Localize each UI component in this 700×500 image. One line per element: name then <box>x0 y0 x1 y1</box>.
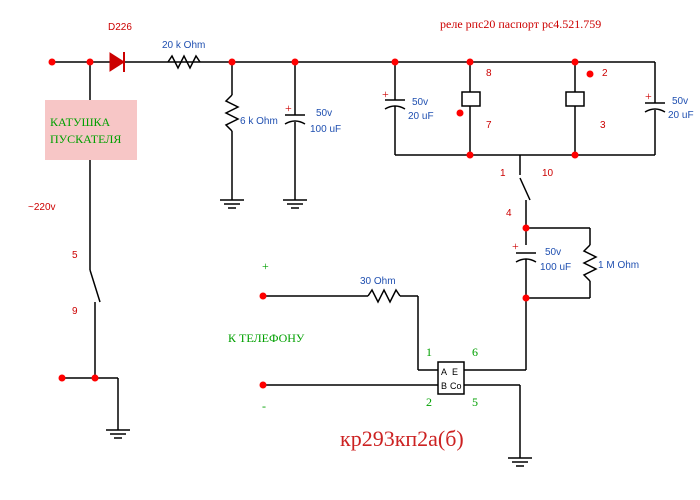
capacitor-20uf-right <box>644 102 666 113</box>
junction-dots <box>48 58 594 389</box>
chip-pin-6: 6 <box>472 345 478 359</box>
relay-switch <box>519 177 531 201</box>
svg-text:+: + <box>285 101 292 115</box>
relay-coil-left <box>461 91 481 107</box>
svg-text:+: + <box>382 87 389 101</box>
pin-7: 7 <box>486 120 492 131</box>
pin-5: 5 <box>72 250 78 261</box>
ground-6k <box>220 199 244 209</box>
r2-label: 6 k Ohm <box>240 116 278 127</box>
c4-cap: 100 uF <box>540 262 571 273</box>
ground-100uf <box>283 199 307 209</box>
diode-d226 <box>109 52 125 72</box>
relay-coil-right <box>565 91 585 107</box>
resistor-1m <box>582 244 598 282</box>
c2-volt: 50v <box>412 97 428 108</box>
minus-label: - <box>262 399 266 413</box>
relay-title: реле рпс20 паспорт рс4.521.759 <box>440 17 601 31</box>
chip-e: E <box>452 367 458 377</box>
coil-box <box>45 100 137 160</box>
chip-co: Co <box>450 381 462 391</box>
chip-pin-1: 1 <box>426 345 432 359</box>
r4-label: 30 Ohm <box>360 276 396 287</box>
c1-volt: 50v <box>316 108 332 119</box>
chip-pin-5: 5 <box>472 395 478 409</box>
svg-text:+: + <box>512 239 519 253</box>
pin-2: 2 <box>602 68 608 79</box>
pin-4: 4 <box>506 208 512 219</box>
pin-1: 1 <box>500 168 506 179</box>
svg-text:+: + <box>645 89 652 103</box>
c4-volt: 50v <box>545 247 561 258</box>
capacitor-100uf-a <box>284 114 306 125</box>
diode-label: D226 <box>108 22 132 33</box>
c3-cap: 20 uF <box>668 110 694 121</box>
r1-label: 20 k Ohm <box>162 40 205 51</box>
resistor-20k <box>167 54 201 70</box>
chip-label: кр293кп2а(б) <box>340 426 464 451</box>
c3-volt: 50v <box>672 96 688 107</box>
pin-10: 10 <box>542 168 554 179</box>
chip-kr293kp2 <box>437 361 465 395</box>
ground-chip <box>508 457 532 467</box>
chip-pin-2: 2 <box>426 395 432 409</box>
resistor-6k <box>224 94 240 132</box>
c2-cap: 20 uF <box>408 111 434 122</box>
pin-9: 9 <box>72 306 78 317</box>
pin-3: 3 <box>600 120 606 131</box>
c1-cap: 100 uF <box>310 124 341 135</box>
r3-label: 1 M Ohm <box>598 260 639 271</box>
chip-a: A <box>441 367 447 377</box>
supply-label: ~220v <box>28 202 56 213</box>
resistor-30ohm <box>367 288 401 304</box>
plus-label: + <box>262 259 269 273</box>
phone-label: К ТЕЛЕФОНУ <box>228 331 305 345</box>
pin-8: 8 <box>486 68 492 79</box>
coil-label-2: ПУСКАТЕЛЯ <box>50 132 121 146</box>
chip-b: B <box>441 381 447 391</box>
ground-left <box>106 429 130 439</box>
switch-5-9 <box>89 269 101 303</box>
coil-label-1: КАТУШКА <box>50 115 111 129</box>
